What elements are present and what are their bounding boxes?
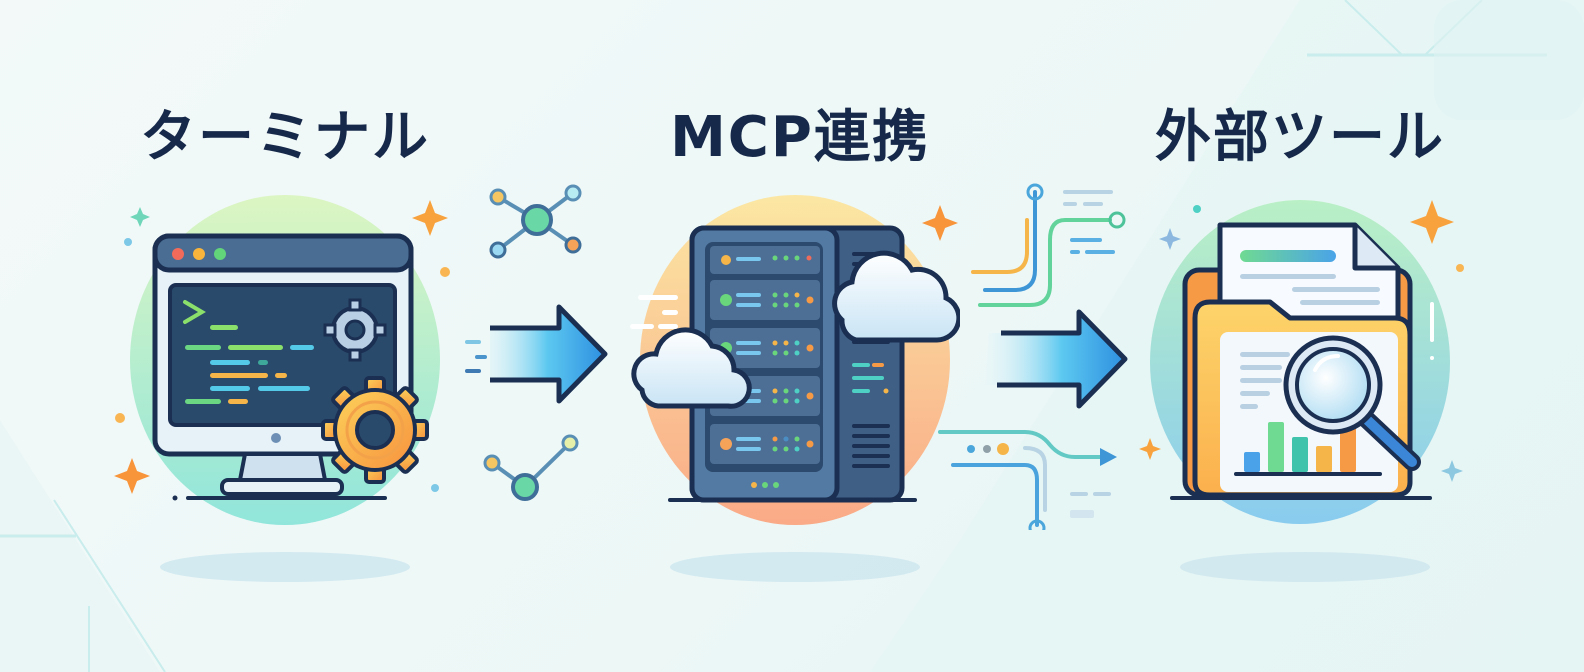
- server-rack-with-clouds-icon: [630, 195, 960, 525]
- terminal-monitor-with-gears-icon: [114, 195, 450, 525]
- sparkle-icon: [1410, 200, 1454, 244]
- sparkle-icon: [412, 200, 448, 236]
- panel-shadow: [670, 552, 920, 582]
- server-slots: [710, 246, 820, 464]
- sparkle-icon: [1139, 438, 1161, 460]
- network-node-icon: [483, 434, 579, 501]
- panel-shadow: [160, 552, 410, 582]
- circuit-lines-icon: [971, 183, 1126, 307]
- sparkle-icon: [130, 207, 150, 227]
- connector-terminal-to-mcp: [465, 184, 608, 501]
- sparkle-icon: [1441, 460, 1463, 482]
- sparkle-icon: [922, 205, 958, 241]
- folder-document-magnifier-chart-icon: [1139, 200, 1464, 524]
- network-node-icon: [489, 184, 582, 259]
- gear-icon: [321, 376, 429, 484]
- right-arrow-icon: [465, 304, 608, 404]
- bar-chart-icon: [1234, 422, 1382, 476]
- panel-shadow: [1180, 552, 1430, 582]
- sparkle-icon: [114, 458, 150, 494]
- cloud-icon: [631, 327, 752, 409]
- panel-title-mcp: MCP連携: [670, 105, 930, 170]
- sparkle-icon: [1159, 228, 1181, 250]
- magnifier-icon: [1283, 335, 1421, 471]
- gear-icon: [323, 298, 387, 362]
- panel-title-terminal: ターミナル: [140, 105, 430, 170]
- panel-title-external-tools: 外部ツール: [1155, 105, 1445, 170]
- connector-mcp-to-external-tools: [938, 183, 1128, 530]
- right-arrow-icon: [985, 309, 1128, 409]
- cloud-icon: [832, 250, 960, 343]
